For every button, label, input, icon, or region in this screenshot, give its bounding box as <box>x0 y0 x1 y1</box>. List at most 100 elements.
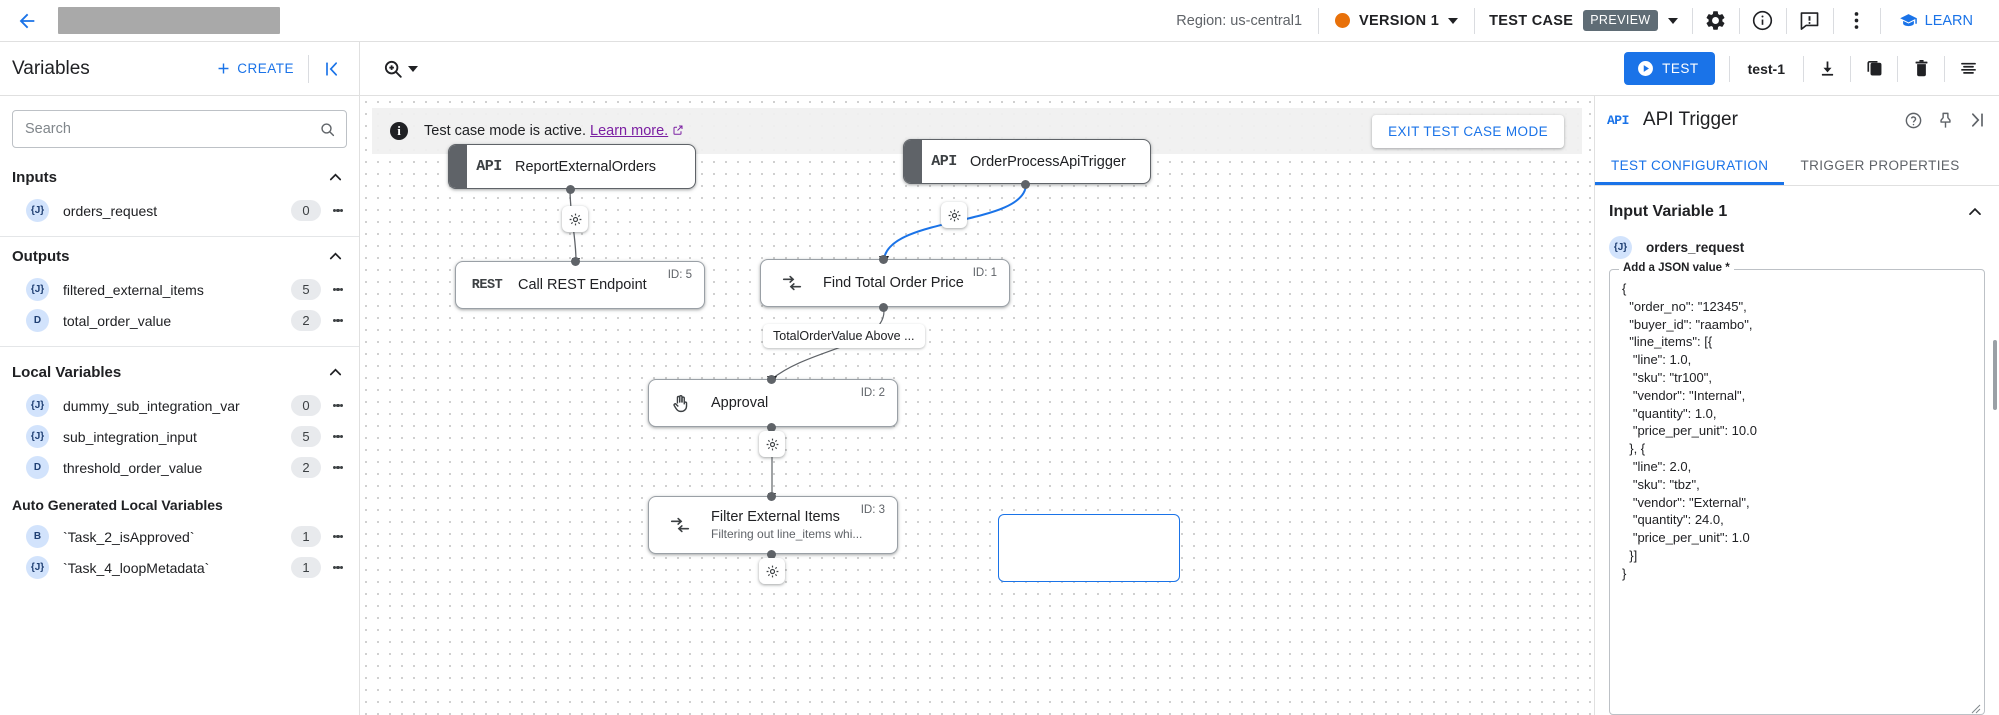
edge-settings-button[interactable] <box>759 431 785 457</box>
node-input-port[interactable] <box>767 492 776 501</box>
node-id: ID: 2 <box>860 387 885 399</box>
auto-generated-title: Auto Generated Local Variables <box>12 497 223 513</box>
section-header-inputs[interactable]: Inputs <box>0 158 359 195</box>
section-header-outputs[interactable]: Outputs <box>0 237 359 274</box>
learn-more-link[interactable]: Learn more. <box>590 123 669 139</box>
node-filter-external-items[interactable]: Filter External Items Filtering out line… <box>648 496 898 554</box>
node-title: ReportExternalOrders <box>515 158 657 175</box>
edge-settings-button[interactable] <box>562 206 588 232</box>
divider <box>1691 7 1693 34</box>
row-menu-button[interactable] <box>325 555 351 581</box>
delete-button[interactable] <box>1898 47 1944 91</box>
node-subtitle: Filtering out line_items whi... <box>711 527 863 541</box>
pin-button[interactable] <box>1929 104 1961 136</box>
empty-selection-card[interactable] <box>998 514 1180 582</box>
more-options-button[interactable] <box>1834 0 1880 42</box>
map-icon <box>782 275 802 291</box>
test-case-selector[interactable]: TEST CASE PREVIEW <box>1475 10 1692 31</box>
tab-test-configuration[interactable]: TEST CONFIGURATION <box>1595 144 1784 185</box>
variable-count: 1 <box>291 526 321 547</box>
variable-row-task-4-loopmetadata[interactable]: {J} `Task_4_loopMetadata` 1 <box>0 552 359 583</box>
collapse-details-button[interactable] <box>1961 104 1993 136</box>
node-output-port[interactable] <box>767 550 776 559</box>
flow-canvas[interactable]: i Test case mode is active. Learn more. … <box>360 96 1594 715</box>
info-button[interactable] <box>1740 0 1786 42</box>
variable-row-threshold-order-value[interactable]: D threshold_order_value 2 <box>0 452 359 483</box>
duplicate-button[interactable] <box>1851 47 1897 91</box>
logs-button[interactable] <box>1945 47 1991 91</box>
node-order-process-api-trigger[interactable]: API OrderProcessApiTrigger <box>903 139 1151 184</box>
version-selector[interactable]: VERSION 1 <box>1319 13 1474 29</box>
edge-settings-button[interactable] <box>759 558 785 584</box>
create-variable-button[interactable]: CREATE <box>207 54 302 83</box>
plus-icon <box>218 63 229 74</box>
collapse-panel-button[interactable] <box>315 52 349 86</box>
node-body: OrderProcessApiTrigger <box>970 154 1150 170</box>
edge-settings-button[interactable] <box>941 202 967 228</box>
row-menu-button[interactable] <box>325 277 351 303</box>
tab-trigger-properties[interactable]: TRIGGER PROPERTIES <box>1800 158 1960 173</box>
learn-button[interactable]: LEARN <box>1881 11 1987 30</box>
row-menu-button[interactable] <box>325 308 351 334</box>
play-circle-icon <box>1638 61 1654 76</box>
feedback-button[interactable] <box>1787 0 1833 42</box>
help-button[interactable] <box>1897 104 1929 136</box>
download-button[interactable] <box>1804 47 1850 91</box>
node-call-rest-endpoint[interactable]: REST Call REST Endpoint ID: 5 <box>455 261 705 309</box>
node-input-port[interactable] <box>767 375 776 384</box>
variable-row-sub-integration-input[interactable]: {J} sub_integration_input 5 <box>0 421 359 452</box>
node-title: Filter External Items <box>711 509 840 525</box>
back-button[interactable] <box>10 4 44 38</box>
node-output-port[interactable] <box>1021 180 1030 189</box>
variable-name: orders_request <box>63 202 158 219</box>
type-badge: {J} <box>26 199 49 222</box>
variable-row-filtered-external-items[interactable]: {J} filtered_external_items 5 <box>0 274 359 305</box>
edge-condition-label[interactable]: TotalOrderValue Above ... <box>763 324 925 348</box>
node-output-port[interactable] <box>767 423 776 432</box>
section-header-local-variables[interactable]: Local Variables <box>0 347 359 390</box>
resize-handle[interactable] <box>1971 701 1981 714</box>
variable-count: 2 <box>291 457 321 478</box>
details-scrollbar[interactable] <box>1993 80 1997 595</box>
variable-count: 0 <box>291 395 321 416</box>
node-approval[interactable]: Approval ID: 2 <box>648 379 898 427</box>
node-title: OrderProcessApiTrigger <box>970 153 1126 170</box>
settings-button[interactable] <box>1693 0 1739 42</box>
node-find-total-order-price[interactable]: Find Total Order Price ID: 1 <box>760 259 1010 307</box>
preview-badge: PREVIEW <box>1583 10 1658 31</box>
row-menu-button[interactable] <box>325 198 351 224</box>
version-status-dot <box>1335 13 1351 28</box>
variable-row-orders-request[interactable]: {J} orders_request 0 <box>0 195 359 226</box>
node-output-port[interactable] <box>879 303 888 312</box>
search-box[interactable] <box>12 110 347 148</box>
region-label: Region: us-central1 <box>1176 12 1303 29</box>
test-button[interactable]: TEST <box>1624 52 1715 85</box>
divider <box>1474 7 1476 34</box>
redacted-title <box>58 7 280 34</box>
exit-test-case-mode-button[interactable]: EXIT TEST CASE MODE <box>1372 114 1564 148</box>
variable-row-total-order-value[interactable]: D total_order_value 2 <box>0 305 359 336</box>
node-report-external-orders[interactable]: API ReportExternalOrders <box>448 144 696 189</box>
search-area <box>0 96 359 158</box>
variable-row-dummy-sub-integration-var[interactable]: {J} dummy_sub_integration_var 0 <box>0 390 359 421</box>
node-title: Find Total Order Price <box>823 275 964 291</box>
row-menu-button[interactable] <box>325 424 351 450</box>
node-id: ID: 3 <box>860 504 885 516</box>
node-input-port[interactable] <box>879 255 888 264</box>
learn-label: LEARN <box>1924 12 1973 29</box>
search-input[interactable] <box>25 121 319 137</box>
variable-row-task-2-isapproved[interactable]: B `Task_2_isApproved` 1 <box>0 521 359 552</box>
row-menu-button[interactable] <box>325 393 351 419</box>
node-output-port[interactable] <box>566 185 575 194</box>
node-input-port[interactable] <box>571 257 580 266</box>
row-menu-button[interactable] <box>325 524 351 550</box>
json-textarea[interactable]: { "order_no": "12345", "buyer_id": "raam… <box>1609 269 1985 715</box>
input-variable-section-header[interactable]: Input Variable 1 <box>1595 186 1999 232</box>
row-menu-button[interactable] <box>325 455 351 481</box>
zoom-control[interactable] <box>378 54 422 84</box>
chevron-up-icon <box>329 173 342 181</box>
type-badge: B <box>26 525 49 548</box>
scrollbar-thumb[interactable] <box>1993 340 1997 410</box>
variable-name: dummy_sub_integration_var <box>63 397 240 414</box>
